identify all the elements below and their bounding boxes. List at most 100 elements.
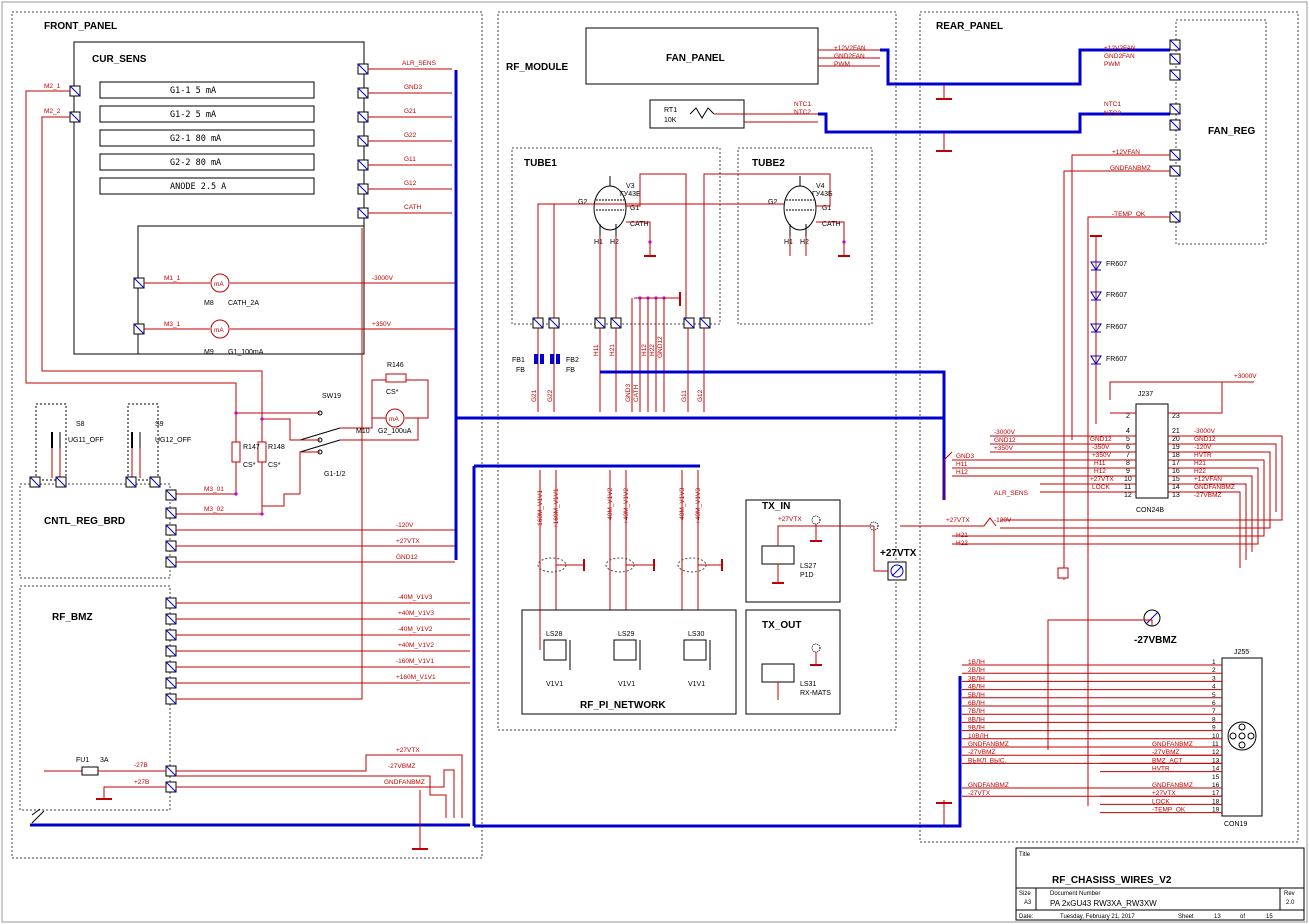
j255-left-net: ВЫКЛ. ВЫС. [968, 757, 1007, 764]
m8-ref: M8 [204, 300, 214, 307]
sw19-ref: SW19 [322, 393, 341, 400]
j255-pin-number: 9 [1212, 725, 1216, 732]
r146 [385, 373, 407, 383]
net-label: -40M_V1V2 [398, 626, 433, 633]
net-label: ALR_SENS [994, 490, 1029, 497]
j255-pin-number: 15 [1212, 774, 1220, 781]
net-label: GND2FAN [834, 53, 865, 60]
relay-ls29 [613, 639, 641, 670]
of-value: 15 [1266, 914, 1273, 920]
diode-label: FR607 [1106, 356, 1127, 363]
net-label: G21 [531, 389, 538, 402]
j255-right-net: HVTR [1152, 766, 1170, 773]
date-value: Tuesday, February 21, 2017 [1060, 914, 1135, 920]
rev-value: 2.0 [1286, 900, 1295, 906]
diode-chain [1090, 235, 1102, 424]
svg-text:-350V: -350V [1092, 444, 1110, 451]
meter-m10: mA [385, 408, 405, 428]
r148-ref: R148 [268, 444, 285, 451]
net-label: +350V [994, 445, 1014, 452]
j255-left-net: GNDFANBMZ [968, 782, 1009, 789]
net-label: G21 [404, 108, 417, 115]
s8-ref: S8 [76, 421, 85, 428]
meter-m8: mA [210, 273, 230, 293]
net-label: GND12 [657, 336, 664, 358]
net-label: G12 [404, 180, 417, 187]
svg-text:H12: H12 [1094, 468, 1106, 475]
v4-h1: H1 [784, 239, 793, 246]
diode-label: FR607 [1106, 292, 1127, 299]
net-label: -27VBMZ [388, 763, 415, 770]
cur-sens-row: ANODE 2.5 A [170, 182, 226, 192]
svg-text:15: 15 [1172, 476, 1180, 483]
net-label: PWM [834, 61, 850, 68]
j237-body [1135, 403, 1169, 499]
j255-pin-number: 8 [1212, 716, 1216, 723]
j255-pin-number: 7 [1212, 708, 1216, 715]
j255-left-net: 5ВЛН [968, 692, 985, 699]
front-panel-box [11, 11, 483, 859]
j255-left-net: GNDFANBMZ [968, 741, 1009, 748]
net-label: +160M_V1V1 [396, 674, 436, 681]
twisted-pair-marks [537, 557, 723, 573]
r148-value: CS* [268, 462, 281, 469]
net-label: G11 [404, 156, 416, 163]
net-label: GND12 [994, 437, 1016, 444]
m8-value: CATH_2A [228, 300, 259, 307]
cur-sens-row: G2-1 80 mA [170, 134, 221, 144]
svg-text:13: 13 [1172, 492, 1180, 499]
svg-text:12: 12 [1124, 492, 1132, 499]
fu1-value: 3A [100, 757, 109, 764]
svg-text:8: 8 [1126, 460, 1130, 467]
diode-label: FR607 [1106, 261, 1127, 268]
rf-bus-top [600, 370, 946, 500]
relay-ls27 [761, 515, 874, 584]
net-label: GND3 [956, 453, 974, 460]
rev-label: Rev [1284, 891, 1295, 897]
ls30-ref: LS30 [688, 631, 704, 638]
s9-value: UG12_OFF [155, 437, 191, 444]
j237-part: CON24B [1136, 507, 1164, 514]
rf-module-title: RF_MODULE [506, 62, 569, 73]
svg-text:21: 21 [1172, 428, 1180, 435]
net-label: -TEMP_OK [1112, 211, 1146, 218]
j237-right-pins: 23 21 20 19 18 17 16 15 14 13 [1172, 413, 1180, 499]
v4-cath: CATH [822, 221, 841, 228]
fan-reg-title: FAN_REG [1208, 126, 1255, 137]
svg-text:18: 18 [1172, 452, 1180, 459]
r147 [231, 441, 241, 463]
v3-ref: V3 [626, 183, 635, 190]
ls29-value: V1V1 [618, 681, 635, 688]
fu1-ref: FU1 [76, 757, 89, 764]
date-label: Date: [1019, 914, 1034, 920]
svg-text:LOCK: LOCK [1092, 484, 1110, 491]
sw19-position: G1-1/2 [324, 471, 346, 478]
net-label: -3000V [372, 275, 394, 282]
fb1-ref: FB1 [512, 357, 525, 364]
svg-text:+350V: +350V [1092, 452, 1112, 459]
svg-text:6: 6 [1126, 444, 1130, 451]
net-label: -160M_V1V1 [396, 658, 434, 665]
diode-label: FR607 [1106, 324, 1127, 331]
j255-pin-number: 6 [1212, 700, 1216, 707]
net-label: -40M_V1V3 [679, 487, 686, 522]
net-label: -120V [994, 517, 1012, 524]
j255-pin-number: 3 [1212, 675, 1216, 682]
j255-left-net: -27VTX [968, 790, 991, 797]
tube2-box [737, 147, 873, 325]
ls27-value: P1D [800, 572, 814, 579]
svg-text:19: 19 [1172, 444, 1180, 451]
ls31-ref: LS31 [800, 681, 816, 688]
net-label: NTC2 [794, 109, 811, 116]
svg-text:10: 10 [1124, 476, 1132, 483]
v3-h2: H2 [610, 239, 619, 246]
net-label: +40M_V1V3 [695, 488, 702, 524]
cntl-right-pins [165, 489, 177, 568]
cur-sens-pins [357, 63, 369, 219]
j255-pin-number: 12 [1212, 749, 1220, 756]
v4-type: ГУ43Б [812, 191, 833, 198]
svg-text:GND12: GND12 [1090, 436, 1112, 443]
svg-text:7: 7 [1126, 452, 1130, 459]
net-label: +3000V [1234, 373, 1257, 380]
